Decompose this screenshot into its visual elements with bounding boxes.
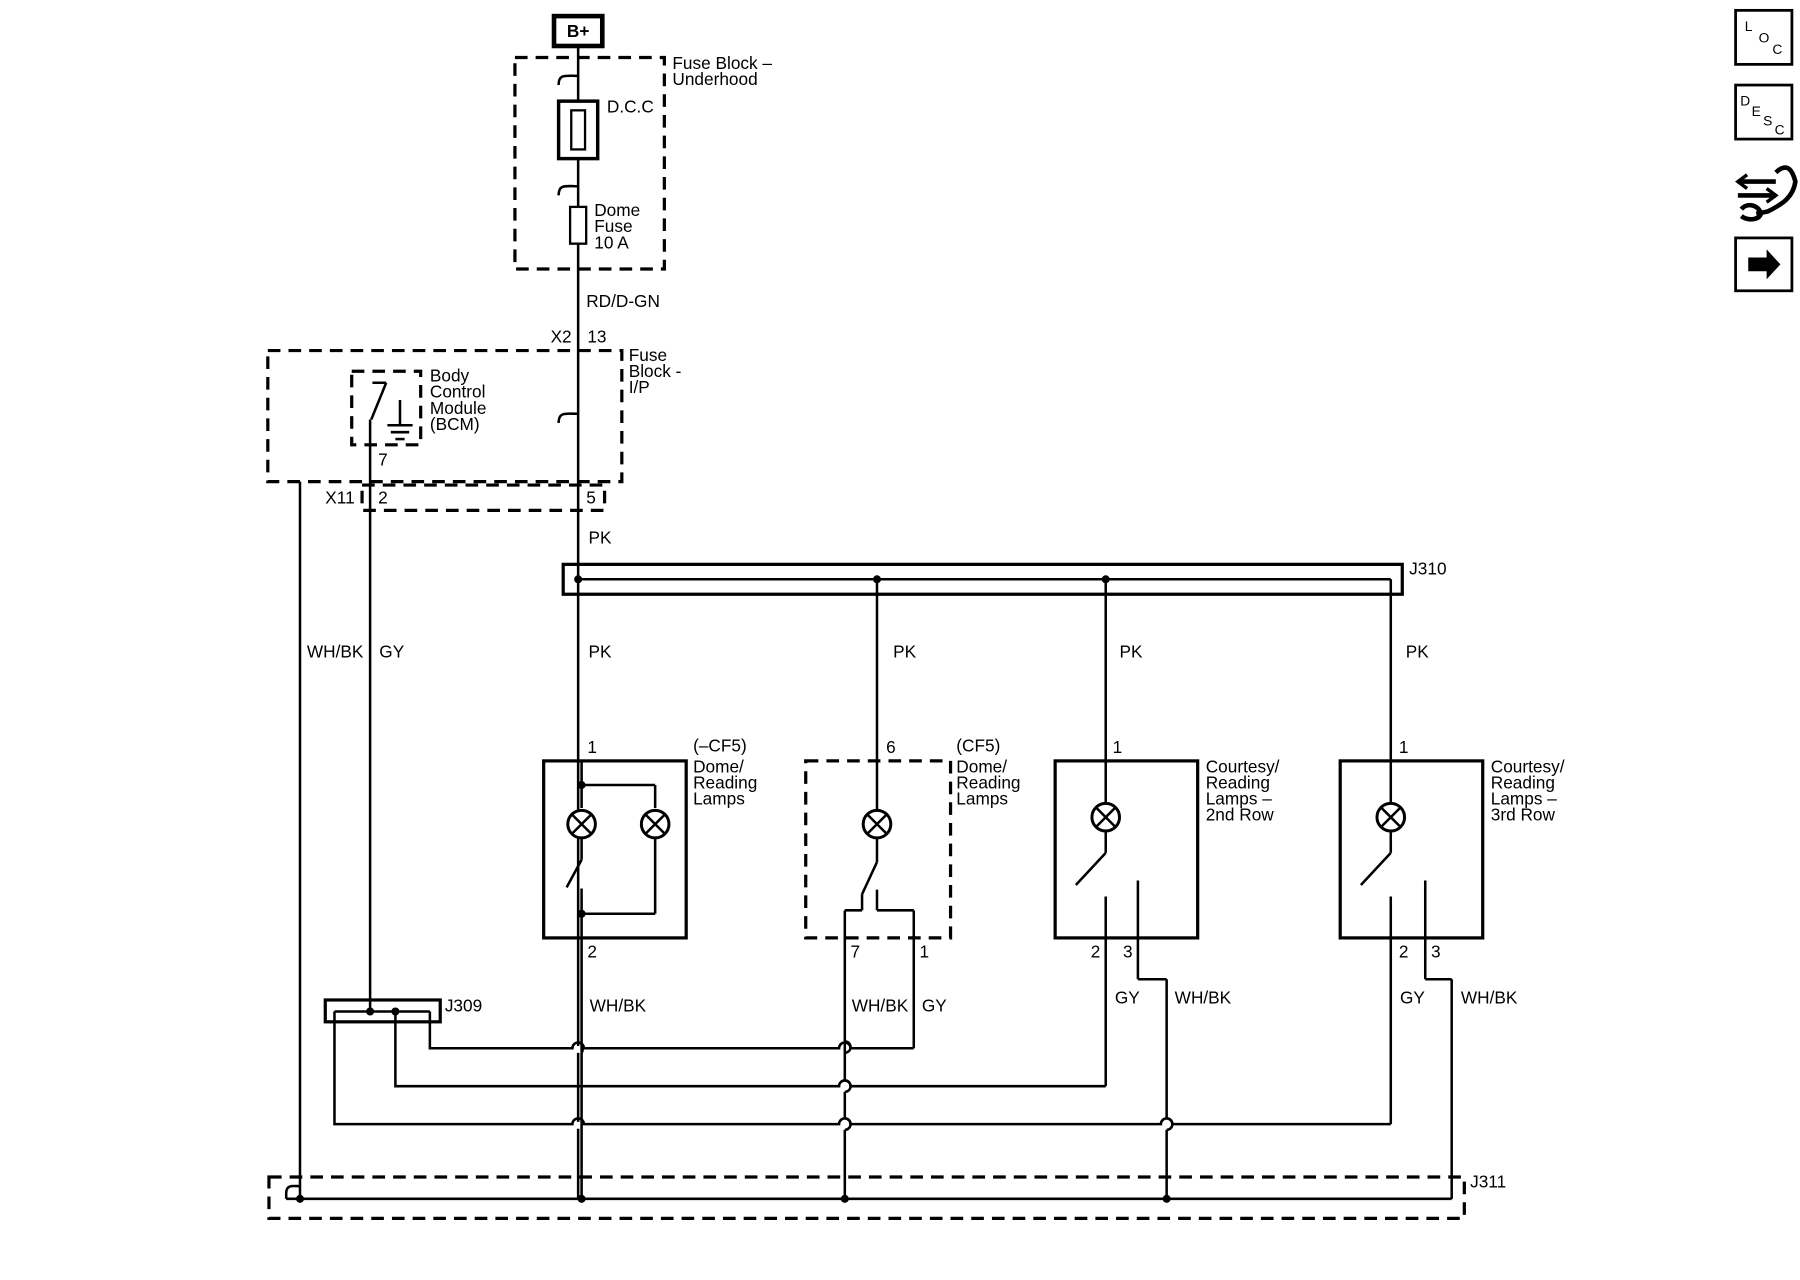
svg-text:D.C.C: D.C.C <box>607 97 654 117</box>
svg-text:Module: Module <box>430 398 487 418</box>
svg-text:Underhood: Underhood <box>672 69 757 89</box>
splice-j311 <box>267 1175 1466 1220</box>
svg-text:PK: PK <box>1406 641 1429 661</box>
svg-text:Control: Control <box>430 382 486 402</box>
next-page-button[interactable] <box>1734 236 1794 293</box>
splice-j309 <box>323 998 442 1024</box>
svg-text:2: 2 <box>1091 941 1101 961</box>
svg-text:1: 1 <box>1113 737 1123 757</box>
svg-text:Courtesy/: Courtesy/ <box>1491 756 1565 776</box>
svg-text:PK: PK <box>1120 641 1143 661</box>
svg-text:1: 1 <box>587 737 597 757</box>
dome-reading-lamp-cf5 <box>804 579 953 1049</box>
svg-text:3rd Row: 3rd Row <box>1491 805 1556 825</box>
svg-text:Lamps –: Lamps – <box>1491 789 1558 809</box>
svg-text:J310: J310 <box>1409 559 1446 579</box>
svg-text:PK: PK <box>588 528 611 548</box>
svg-text:WH/BK: WH/BK <box>1461 987 1518 1007</box>
bcm-label: Body <box>430 366 470 386</box>
svg-text:WH/BK: WH/BK <box>852 995 909 1015</box>
svg-text:1: 1 <box>920 941 930 961</box>
svg-text:2: 2 <box>1399 941 1409 961</box>
svg-text:Fuse: Fuse <box>594 216 632 236</box>
svg-text:GY: GY <box>379 641 404 661</box>
svg-text:13: 13 <box>587 327 606 347</box>
battery-terminal: B+ <box>551 13 605 49</box>
svg-text:Reading: Reading <box>1491 772 1555 792</box>
switch-icon <box>565 859 583 888</box>
svg-text:7: 7 <box>378 450 388 470</box>
svg-text:Reading: Reading <box>1206 772 1270 792</box>
switch-icon <box>860 861 879 895</box>
location-button[interactable]: L O C <box>1734 8 1794 66</box>
svg-text:(–CF5): (–CF5) <box>693 736 747 756</box>
dome-fuse <box>568 205 588 245</box>
svg-text:WH/BK: WH/BK <box>1175 987 1232 1007</box>
fuse-block-underhood-label: Fuse Block – <box>672 53 772 73</box>
svg-text:6: 6 <box>886 737 896 757</box>
svg-text:Dome: Dome <box>594 200 640 220</box>
svg-text:PK: PK <box>588 641 611 661</box>
svg-text:E: E <box>1752 104 1761 119</box>
svg-text:10 A: 10 A <box>594 232 629 252</box>
fuse-block-ip-outline <box>266 348 624 484</box>
svg-text:GY: GY <box>1115 987 1140 1007</box>
svg-text:GY: GY <box>922 995 947 1015</box>
svg-text:O: O <box>1759 31 1770 46</box>
fuse-block-underhood-outline <box>513 55 666 271</box>
connector-hook <box>557 74 579 86</box>
svg-text:J311: J311 <box>1470 1171 1506 1191</box>
svg-text:(BCM): (BCM) <box>430 414 480 434</box>
svg-text:PK: PK <box>893 641 916 661</box>
svg-text:2: 2 <box>378 487 388 507</box>
svg-text:Reading: Reading <box>956 772 1020 792</box>
splice-j310 <box>561 562 1404 596</box>
svg-text:7: 7 <box>851 941 861 961</box>
svg-text:WH/BK: WH/BK <box>307 641 364 661</box>
switch-icon <box>1359 851 1392 886</box>
fuse-block-ip-label: Fuse <box>629 345 667 365</box>
svg-text:Courtesy/: Courtesy/ <box>1206 756 1280 776</box>
switch-icon <box>1074 851 1107 886</box>
svg-text:2nd Row: 2nd Row <box>1206 805 1275 825</box>
svg-text:C: C <box>1775 122 1785 137</box>
courtesy-reading-lamp-2nd-row <box>1053 579 1200 1199</box>
description-button[interactable]: D E S C <box>1734 83 1794 141</box>
svg-text:I/P: I/P <box>629 377 650 397</box>
svg-text:S: S <box>1763 113 1772 128</box>
dome-reading-lamp-no-cf5 <box>542 759 688 1046</box>
svg-text:Reading: Reading <box>693 772 757 792</box>
svg-text:GY: GY <box>1400 987 1425 1007</box>
svg-text:X11: X11 <box>325 487 354 507</box>
svg-text:3: 3 <box>1123 941 1133 961</box>
svg-text:Dome/: Dome/ <box>956 756 1007 776</box>
svg-text:D: D <box>1740 94 1750 109</box>
svg-text:J309: J309 <box>445 995 482 1015</box>
svg-text:(CF5): (CF5) <box>956 736 1000 756</box>
svg-text:Block -: Block - <box>629 361 682 381</box>
svg-text:C: C <box>1772 42 1782 57</box>
svg-text:B+: B+ <box>567 21 590 41</box>
svg-text:2: 2 <box>587 941 597 961</box>
feed-wire-color: RD/D-GN <box>586 291 660 311</box>
svg-text:5: 5 <box>586 487 596 507</box>
x11-connector <box>360 483 607 512</box>
right-arrow-icon <box>1748 249 1781 280</box>
svg-text:L: L <box>1745 19 1753 34</box>
svg-text:Lamps: Lamps <box>956 789 1008 809</box>
svg-text:Lamps –: Lamps – <box>1206 789 1273 809</box>
svg-text:Lamps: Lamps <box>693 789 745 809</box>
connector-wrench-icon[interactable] <box>1735 165 1798 222</box>
svg-text:3: 3 <box>1431 941 1441 961</box>
courtesy-reading-lamp-3rd-row <box>1338 759 1485 1199</box>
svg-text:WH/BK: WH/BK <box>590 995 647 1015</box>
bcm-outline <box>350 369 423 447</box>
svg-text:X2: X2 <box>551 327 572 347</box>
svg-text:1: 1 <box>1399 737 1409 757</box>
svg-text:Dome/: Dome/ <box>693 756 744 776</box>
